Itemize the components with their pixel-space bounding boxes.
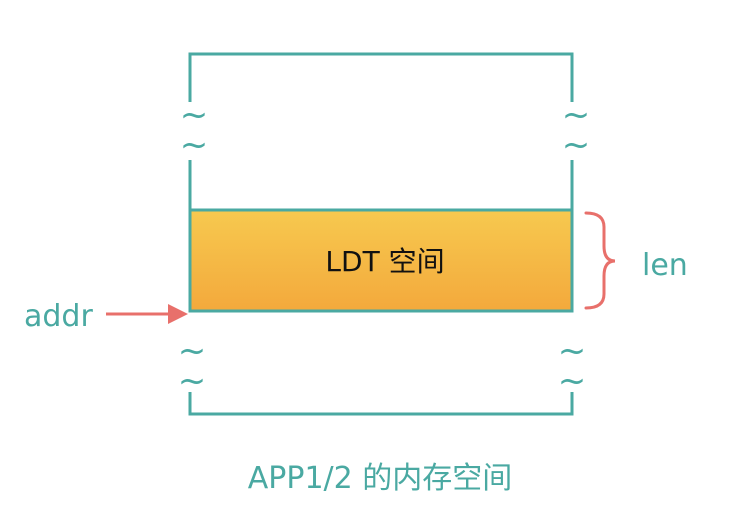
memory-frame-top: [188, 52, 574, 102]
len-label: len: [642, 248, 688, 283]
break-tilde-bottom-left-2: ~: [178, 361, 207, 401]
ldt-region-label: LDT 空间: [325, 245, 444, 278]
break-tilde-top-left-1: ~: [180, 95, 209, 135]
addr-arrow-head: [168, 304, 188, 324]
memory-frame-bottom: [188, 392, 574, 416]
break-tilde-bottom-left-1: ~: [178, 331, 207, 371]
break-tilde-bottom-right-1: ~: [558, 331, 587, 371]
break-tilde-top-right-2: ~: [562, 125, 591, 165]
break-tilde-top-right-1: ~: [562, 95, 591, 135]
len-brace: [584, 211, 616, 310]
addr-label: addr: [24, 299, 93, 334]
break-tilde-top-left-2: ~: [180, 125, 209, 165]
ldt-region: [188, 208, 574, 313]
diagram-caption: APP1/2 的内存空间: [248, 461, 513, 496]
